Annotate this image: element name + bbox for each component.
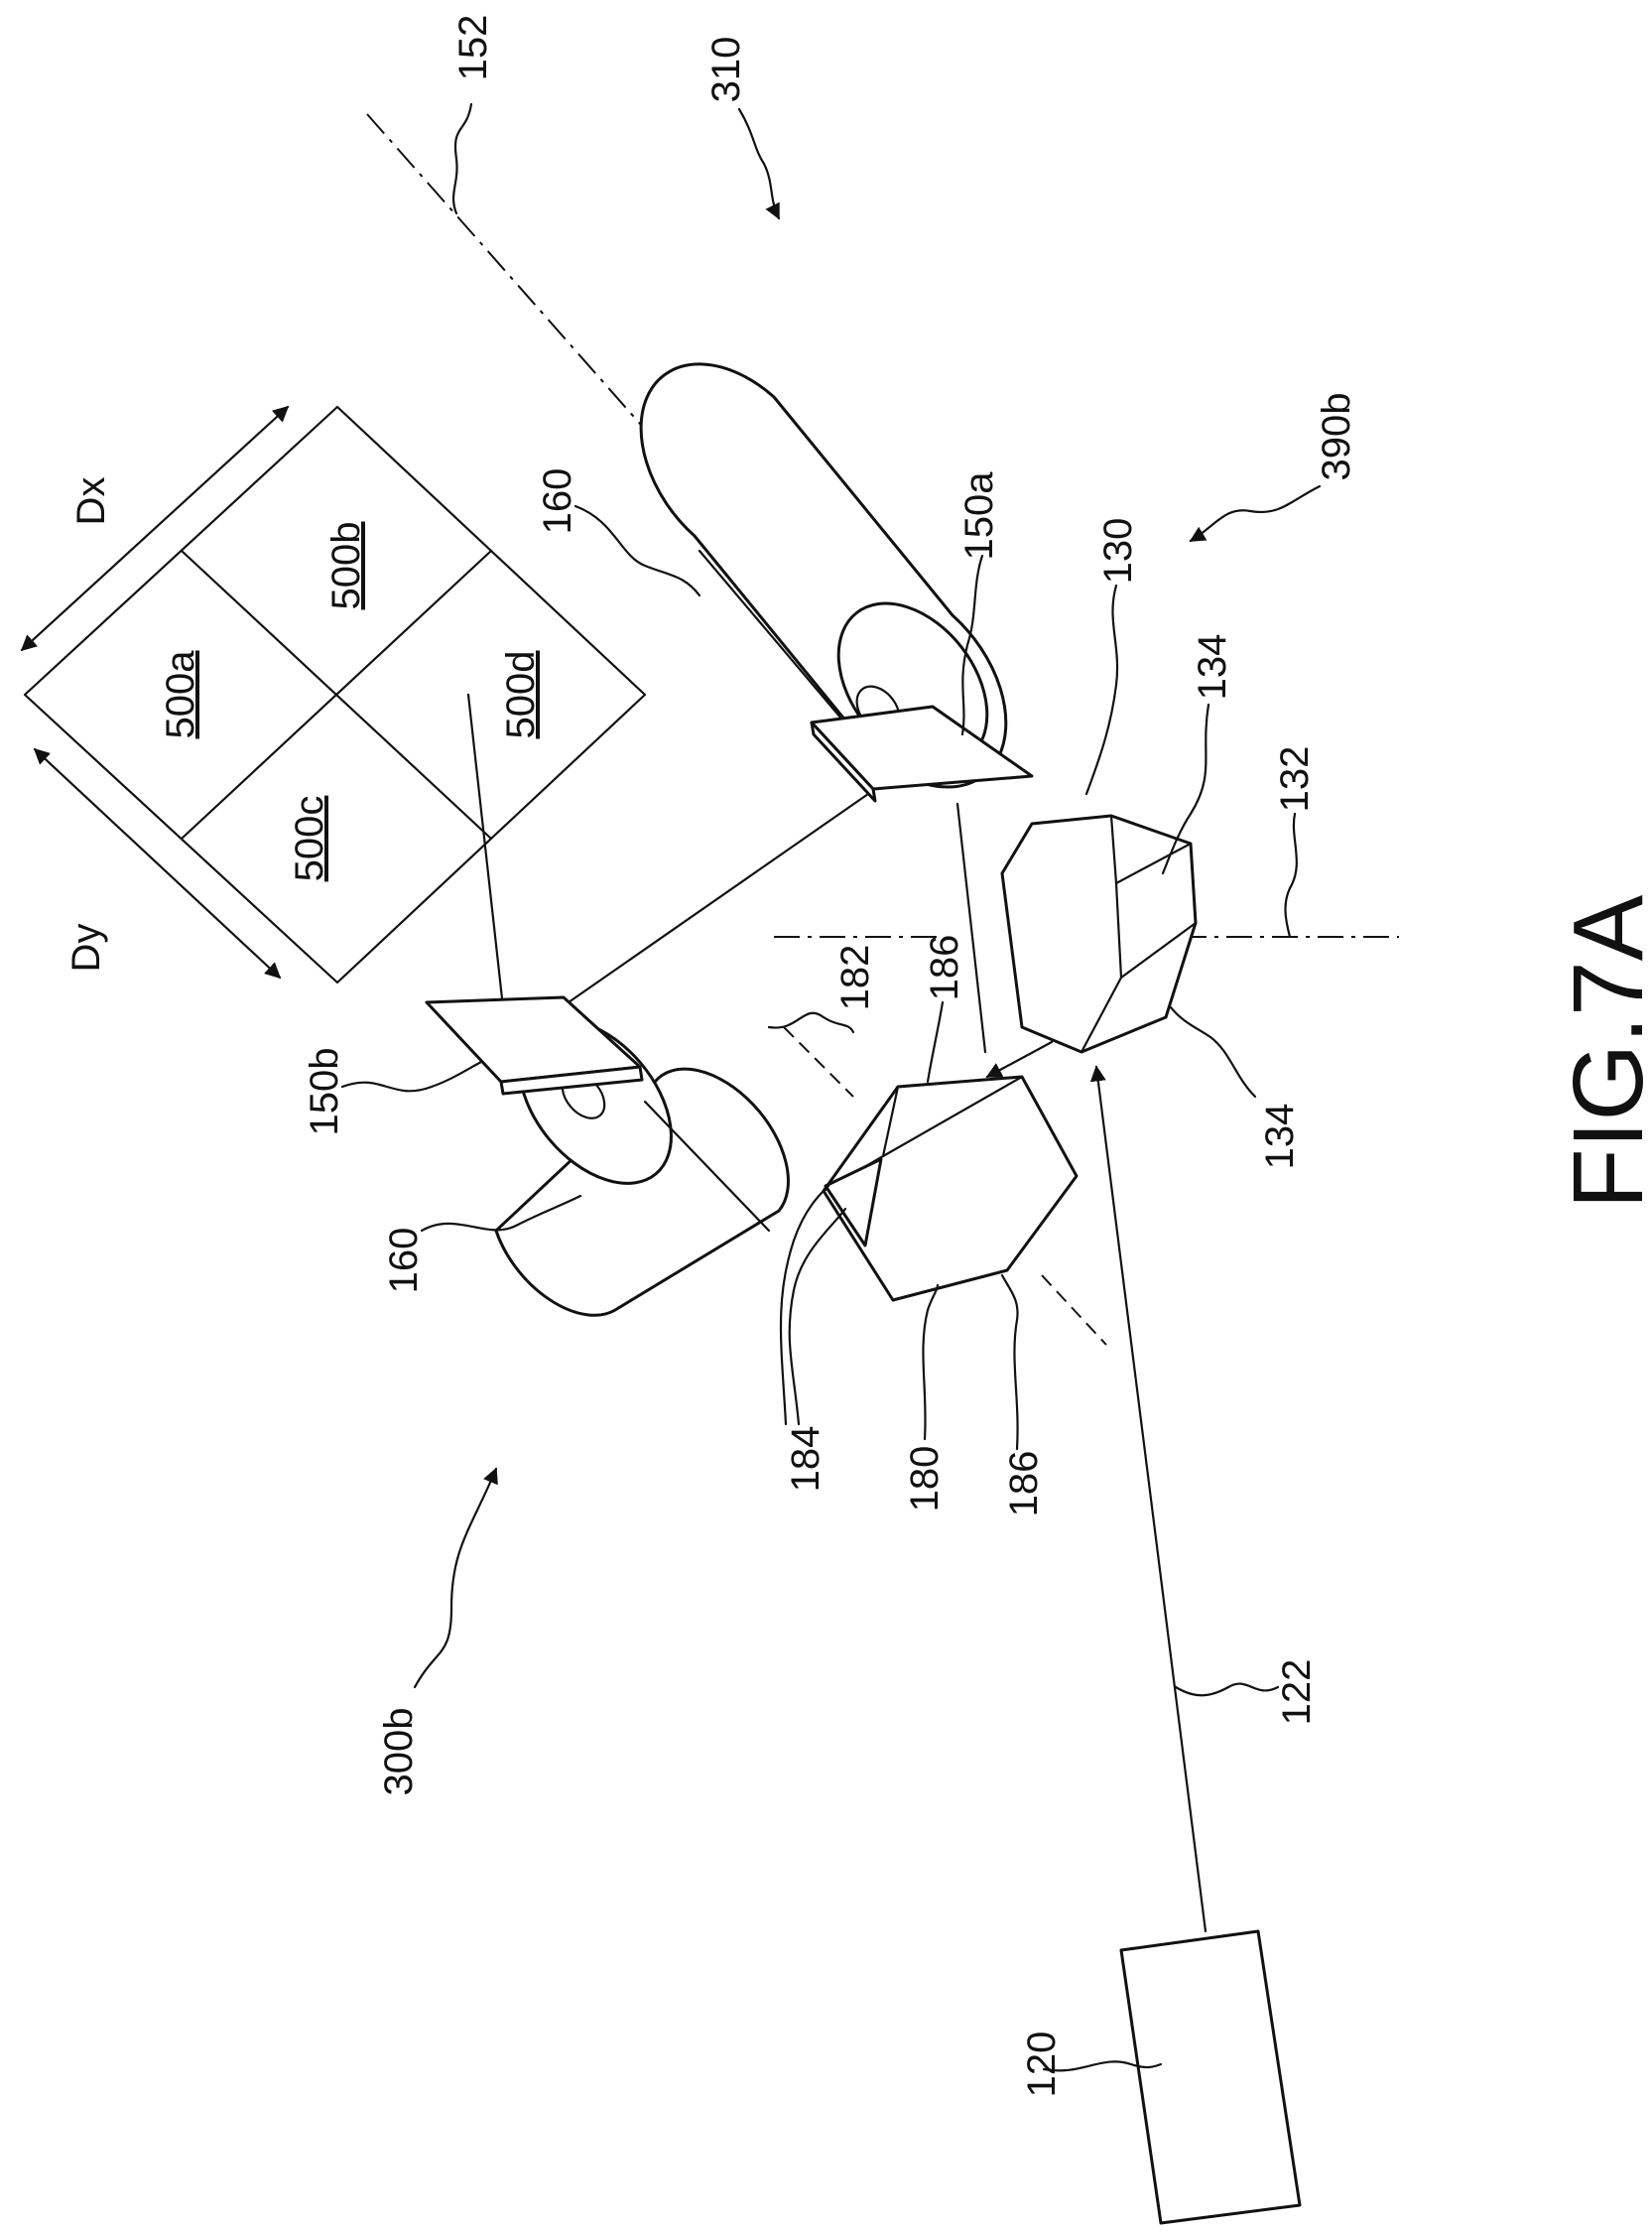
label-150b: 150b bbox=[303, 1048, 346, 1136]
polygon-scanner-180 bbox=[824, 1077, 1077, 1300]
label-186-upper: 186 bbox=[923, 935, 966, 1001]
label-150a: 150a bbox=[957, 471, 1001, 561]
label-300b: 300b bbox=[377, 1708, 421, 1796]
polygon-scanner-130 bbox=[1002, 816, 1196, 1052]
label-130: 130 bbox=[1096, 518, 1140, 585]
mirror-150b bbox=[427, 997, 642, 1094]
laser-source-120 bbox=[1121, 1931, 1300, 2223]
label-184: 184 bbox=[784, 1426, 827, 1493]
label-390b: 390b bbox=[1315, 393, 1358, 481]
label-134-upper: 134 bbox=[1191, 634, 1234, 701]
label-122: 122 bbox=[1275, 1659, 1319, 1726]
figure-caption: FIG.7A bbox=[1553, 894, 1652, 1209]
label-180: 180 bbox=[903, 1446, 947, 1512]
beam-to-polygon-180-line bbox=[957, 804, 985, 1052]
beam-mirror-b-to-field-line bbox=[569, 794, 868, 1002]
label-134-lower: 134 bbox=[1258, 1104, 1302, 1170]
reference-labels: 152 310 390b 300b Dx Dy 500a 500b 500c 5… bbox=[64, 15, 1652, 2098]
label-500c: 500c bbox=[288, 796, 331, 882]
label-dx: Dx bbox=[69, 477, 113, 526]
label-182: 182 bbox=[833, 945, 877, 1011]
label-160-lower: 160 bbox=[382, 1228, 426, 1294]
label-500a: 500a bbox=[159, 650, 202, 739]
arrow-to-polygon-180 bbox=[987, 1042, 1052, 1077]
label-310: 310 bbox=[704, 37, 748, 103]
label-dy: Dy bbox=[64, 924, 108, 973]
label-120: 120 bbox=[1020, 2032, 1064, 2098]
label-160-upper: 160 bbox=[536, 468, 579, 535]
label-500b: 500b bbox=[324, 522, 368, 610]
label-132: 132 bbox=[1273, 746, 1317, 813]
beam-122-line bbox=[1096, 1067, 1206, 1931]
label-152: 152 bbox=[451, 15, 495, 81]
axis-182-lower-line bbox=[1042, 1275, 1106, 1345]
label-500d: 500d bbox=[499, 651, 543, 739]
leader-lines bbox=[342, 104, 1320, 2070]
axis-182-diagonal-line bbox=[784, 1027, 853, 1097]
label-186-lower: 186 bbox=[1002, 1451, 1046, 1517]
